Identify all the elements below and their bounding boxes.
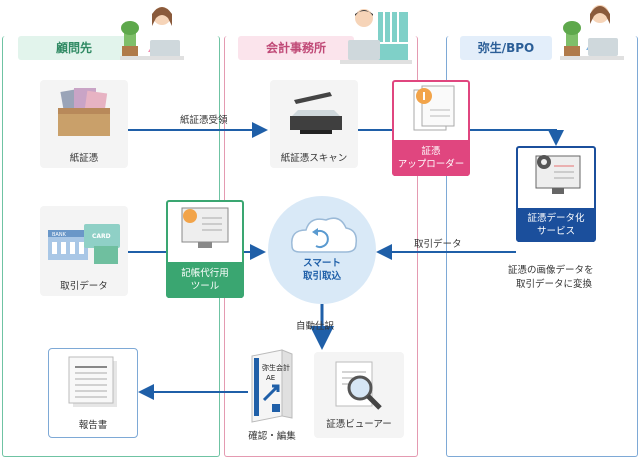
card-label-transaction-data: 取引データ (60, 281, 108, 292)
flow-label-convert-note-2: 取引データに変換 (516, 279, 593, 290)
bookkeeping-tool-label-2: ツール (190, 281, 220, 292)
report-document-icon (68, 356, 117, 407)
card-paper-receipt: 紙証憑 (40, 80, 128, 168)
scanner-icon (290, 92, 342, 134)
uploader-app-icon (413, 85, 455, 131)
card-scan: 紙証憑スキャン (270, 80, 358, 168)
lane-yayoi (446, 36, 638, 457)
card-receipt-viewer: 証憑ビューアー (314, 352, 404, 438)
flow-label-convert-note-1: 証憑の画像データを (508, 265, 594, 276)
uploader-label-2: アップローダー (397, 159, 465, 170)
receipt-dataization-label-1: 証憑データ化 (527, 213, 585, 224)
lane-header-yayoi: 弥生/BPO (460, 36, 552, 60)
bookkeeping-tool-icon (181, 207, 229, 248)
product-edition-text: AE (266, 374, 275, 382)
card-icon-text: CARD (92, 233, 111, 240)
magnifier-document-icon (335, 361, 382, 410)
bank-card-icon: BANK CARD (48, 224, 120, 264)
yayoi-person-icon (560, 5, 624, 60)
bank-icon-text: BANK (52, 232, 67, 238)
cardboard-box-icon (58, 88, 110, 136)
card-label-scan: 紙証憑スキャン (280, 153, 348, 164)
client-person-icon (120, 7, 184, 60)
box-bookkeeping-tool: 記帳代行用 ツール (166, 200, 244, 298)
flow-label-auto-journal: 自動仕訳 (296, 321, 335, 332)
uploader-label-1: 証憑 (421, 146, 441, 157)
office-person-icon (340, 9, 412, 64)
card-transaction-data: BANK CARD 取引データ (40, 206, 128, 296)
monitor-gear-icon (535, 155, 581, 194)
smart-import-label-1: スマート (303, 258, 341, 269)
box-uploader: 証憑 アップローダー (392, 80, 470, 176)
lane-header-office: 会計事務所 (238, 36, 354, 60)
product-brand-text: 弥生会計 (262, 363, 290, 372)
card-label-receipt-viewer: 証憑ビューアー (326, 419, 392, 430)
flow-label-paper-receive: 紙証憑受領 (180, 115, 228, 126)
arrow-uploader-to-service (470, 129, 564, 146)
receipt-dataization-label-2: サービス (536, 226, 575, 237)
box-receipt-dataization: 証憑データ化 サービス (516, 146, 596, 242)
bookkeeping-tool-label-1: 記帳代行用 (181, 268, 229, 279)
label-confirm-edit: 確認・編集 (248, 431, 296, 442)
card-label-report: 報告書 (78, 420, 108, 431)
card-report: 報告書 (48, 348, 138, 438)
lane-header-client: 顧問先 (18, 36, 130, 60)
card-label-paper-receipt: 紙証憑 (69, 153, 99, 164)
flow-label-transaction-data: 取引データ (414, 239, 462, 250)
smart-import-label-2: 取引取込 (302, 271, 341, 282)
